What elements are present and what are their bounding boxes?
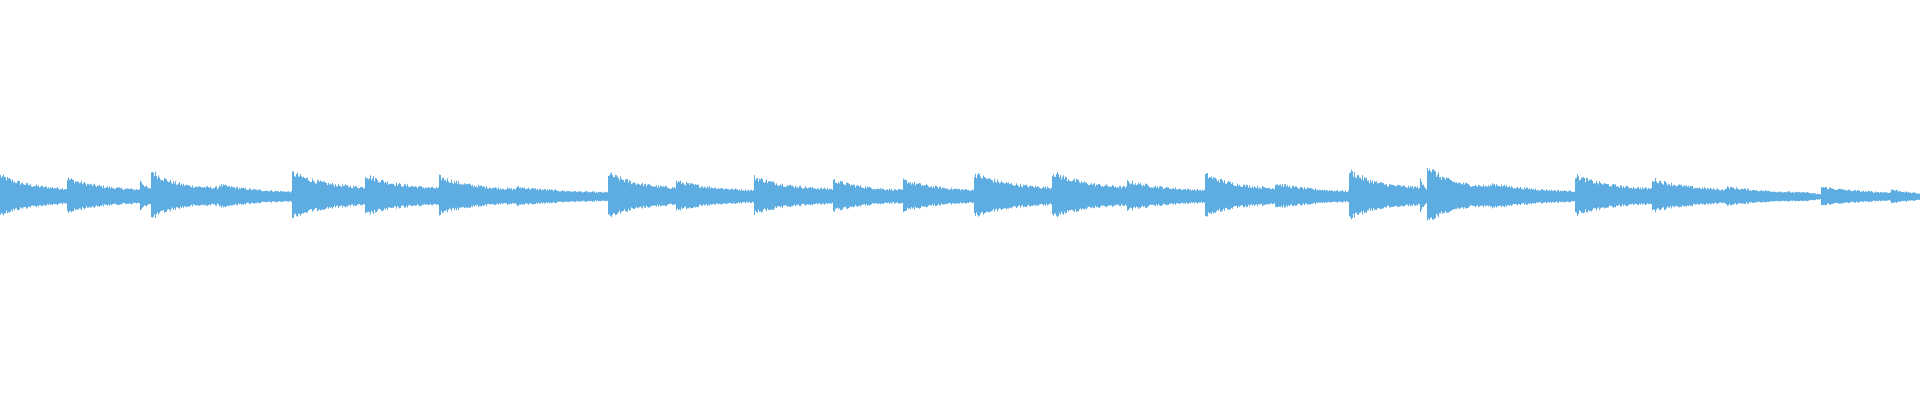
waveform-path	[0, 168, 1920, 221]
waveform-columns	[0, 168, 1920, 221]
